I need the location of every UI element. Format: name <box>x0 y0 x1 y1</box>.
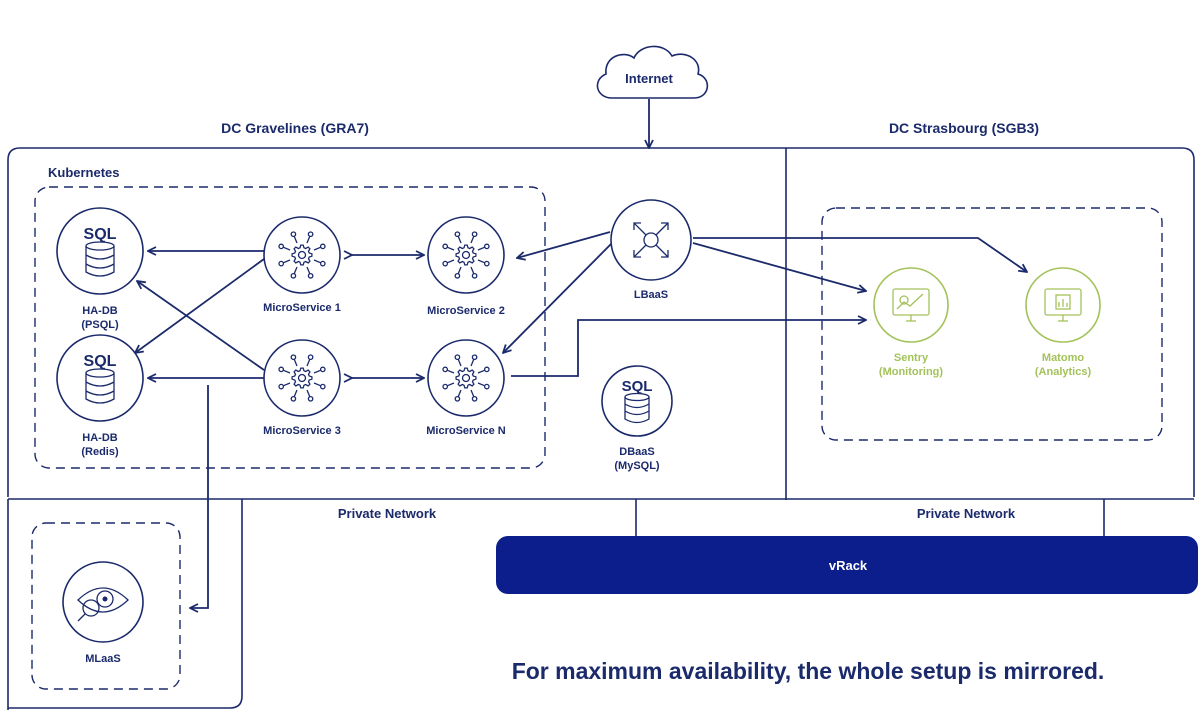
svg-text:MicroService 2: MicroService 2 <box>427 305 505 317</box>
svg-text:MicroService 1: MicroService 1 <box>263 302 341 314</box>
lbaas-to-sentry-edge <box>692 242 866 291</box>
dc-frame <box>7 147 1195 497</box>
kubernetes-title: Kubernetes <box>48 165 120 180</box>
ha-db-redis-node: SQL HA-DB (Redis) <box>56 334 144 458</box>
internet-cloud: Internet <box>596 45 709 99</box>
ms3-to-mlaas-edge <box>190 385 209 608</box>
sentry-node: Sentry (Monitoring) <box>873 267 949 378</box>
svg-text:HA-DB: HA-DB <box>82 305 117 317</box>
lbaas-to-msn-edge <box>503 242 613 353</box>
svg-text:LBaaS: LBaaS <box>634 289 668 301</box>
database-sql-icon: SQL <box>84 353 117 404</box>
microservice-3-node: MicroService 3 <box>263 339 341 437</box>
lbaas-to-matomo-edge <box>693 237 1027 272</box>
svg-text:SQL: SQL <box>622 378 653 395</box>
svg-text:(Monitoring): (Monitoring) <box>879 366 943 378</box>
mlaas-box <box>31 522 181 690</box>
dc-strasbourg-title: DC Strasbourg (SGB3) <box>889 120 1039 136</box>
microservice-gear-icon <box>278 354 326 402</box>
matomo-node: Matomo (Analytics) <box>1025 267 1101 378</box>
svg-text:Matomo: Matomo <box>1042 352 1084 364</box>
svg-text:(Analytics): (Analytics) <box>1035 366 1092 378</box>
monitor-chart-icon <box>892 288 930 322</box>
ms3-to-psql-edge <box>137 281 265 371</box>
private-network-left-label: Private Network <box>338 506 437 521</box>
msn-to-sentry-edge <box>511 320 866 377</box>
svg-text:SQL: SQL <box>84 226 117 243</box>
eye-magnifier-icon <box>77 587 129 622</box>
svg-text:DBaaS: DBaaS <box>619 446 654 458</box>
ms1-to-redis-edge <box>135 258 265 353</box>
lbaas-node: LBaaS <box>610 199 692 301</box>
ha-db-psql-node: SQL HA-DB (PSQL) <box>56 207 144 331</box>
microservice-gear-icon <box>442 354 490 402</box>
lbaas-to-ms2-edge <box>517 231 611 258</box>
svg-text:(Redis): (Redis) <box>81 446 119 458</box>
svg-text:MLaaS: MLaaS <box>85 653 120 665</box>
microservice-2-node: MicroService 2 <box>427 216 505 317</box>
kubernetes-cluster-box <box>34 186 546 469</box>
monitor-bars-icon <box>1044 288 1082 322</box>
svg-text:SQL: SQL <box>84 353 117 370</box>
svg-text:MicroService N: MicroService N <box>426 425 506 437</box>
load-balancer-arrows-icon <box>633 222 669 258</box>
mlaas-node: MLaaS <box>62 561 144 665</box>
vrack-label: vRack <box>829 558 868 573</box>
internet-label: Internet <box>625 71 673 86</box>
svg-text:HA-DB: HA-DB <box>82 432 117 444</box>
database-sql-icon: SQL <box>84 226 117 277</box>
svg-text:MicroService 3: MicroService 3 <box>263 425 341 437</box>
mlaas-network-frame <box>7 499 243 710</box>
footer-caption: For maximum availability, the whole setu… <box>512 658 1105 684</box>
database-sql-icon: SQL <box>622 378 653 424</box>
edges <box>135 231 1027 608</box>
microservice-gear-icon <box>442 231 490 279</box>
dbaas-node: SQL DBaaS (MySQL) <box>601 365 673 472</box>
microservice-gear-icon <box>278 231 326 279</box>
monitoring-box <box>821 207 1163 441</box>
svg-text:Sentry: Sentry <box>894 352 929 364</box>
vrack-bar: vRack <box>496 536 1198 594</box>
svg-text:(PSQL): (PSQL) <box>81 319 119 331</box>
private-network-right-label: Private Network <box>917 506 1016 521</box>
microservice-n-node: MicroService N <box>426 339 506 437</box>
microservice-1-node: MicroService 1 <box>263 216 341 314</box>
dc-gravelines-title: DC Gravelines (GRA7) <box>221 120 369 136</box>
svg-text:(MySQL): (MySQL) <box>614 460 660 472</box>
